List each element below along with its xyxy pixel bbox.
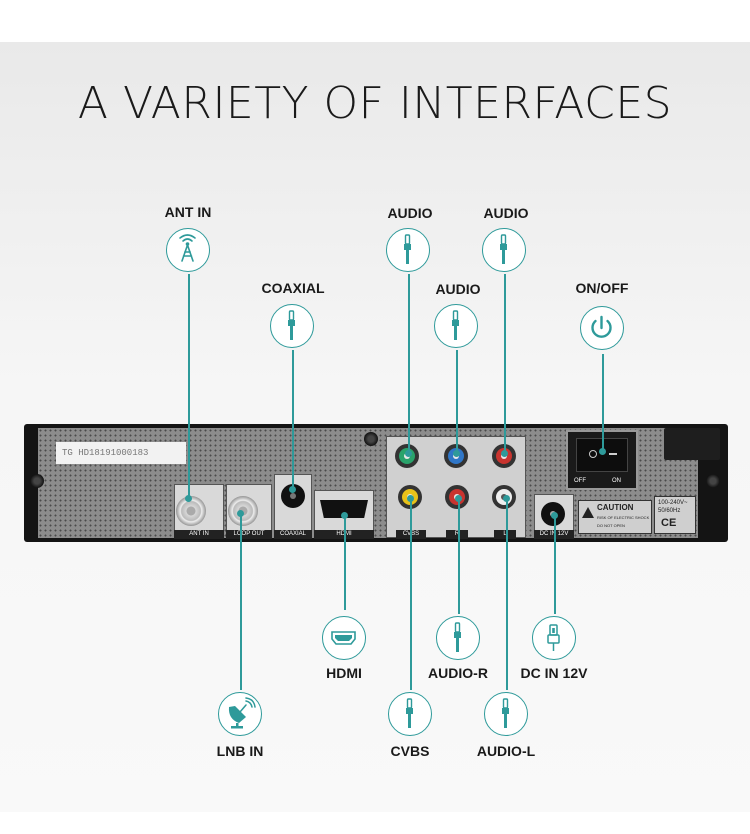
rating-line-1: 100-240V~ [658, 500, 688, 506]
page-title: A VARIETY OF INTERFACES [77, 78, 673, 129]
audio-jack-icon [270, 304, 314, 348]
leader-line-coaxial [292, 350, 294, 490]
leader-line-on-off [602, 354, 604, 450]
switch-on-label: ON [612, 478, 621, 484]
cooling-fin [664, 428, 720, 460]
l-port-label: L [494, 530, 516, 539]
callout-audio-r-label: AUDIO-R [428, 665, 488, 681]
leader-line-audio-top-left [408, 274, 410, 452]
audio-jack-icon [482, 228, 526, 272]
leader-dot [503, 495, 510, 502]
leader-dot [599, 448, 606, 455]
leader-line-audio-r [458, 498, 460, 614]
callout-lnb-in-label: LNB IN [216, 743, 264, 759]
screw-icon [30, 474, 44, 488]
callout-ant-in-label: ANT IN [164, 204, 212, 220]
leader-line-audio-l [506, 498, 508, 690]
antenna-icon [166, 228, 210, 272]
off-symbol-icon [589, 450, 597, 458]
caution-title: CAUTION [597, 503, 634, 512]
leader-line-cvbs [410, 498, 412, 690]
loop-out-port-label: LOOP OUT [226, 530, 272, 539]
callout-dc-in-label: DC IN 12V [520, 665, 588, 681]
leader-dot [341, 512, 348, 519]
callout-on-off-label: ON/OFF [575, 280, 629, 296]
caution-line-1: RISK OF ELECTRIC SHOCK [597, 515, 650, 520]
callout-audio-mid-label: AUDIO [435, 281, 481, 297]
switch-off-label: OFF [574, 478, 586, 484]
callout-audio-top-right-label: AUDIO [483, 205, 529, 221]
leader-dot [289, 486, 296, 493]
leader-dot [455, 495, 462, 502]
rating-label: 100-240V~ 50/60Hz CE [654, 496, 696, 534]
callout-coaxial-label: COAXIAL [261, 280, 325, 296]
certification-marks: CE [661, 517, 677, 529]
screw-icon [364, 432, 378, 446]
callout-audio-l-label: AUDIO-L [476, 743, 536, 759]
warning-triangle-icon [582, 507, 594, 518]
coaxial-port-label: COAXIAL [274, 530, 312, 539]
ant-in-port[interactable] [176, 496, 206, 526]
leader-line-lnb-in [240, 512, 242, 690]
leader-dot [405, 450, 412, 457]
leader-dot [185, 495, 192, 502]
leader-line-audio-mid [456, 350, 458, 452]
hdmi-port[interactable] [320, 500, 368, 518]
leader-line-ant-in [188, 274, 190, 498]
hdmi-port-icon [322, 616, 366, 660]
leader-line-audio-top-right [504, 274, 506, 452]
audio-jack-icon [436, 616, 480, 660]
caution-line-2: DO NOT OPEN [597, 523, 625, 528]
leader-dot [453, 450, 460, 457]
audio-jack-icon [386, 228, 430, 272]
audio-jack-icon [484, 692, 528, 736]
leader-dot [407, 495, 414, 502]
caution-label: CAUTION RISK OF ELECTRIC SHOCK DO NOT OP… [578, 500, 652, 534]
screw-icon [706, 474, 720, 488]
callout-audio-top-left-label: AUDIO [387, 205, 433, 221]
leader-line-dc-in [554, 514, 556, 614]
r-port-label: R [446, 530, 468, 539]
rating-line-2: 50/60Hz [658, 508, 681, 514]
leader-dot [501, 450, 508, 457]
satellite-dish-icon [218, 692, 262, 736]
on-symbol-icon [609, 453, 617, 455]
callout-hdmi-label: HDMI [326, 665, 362, 681]
leader-dot [551, 512, 558, 519]
audio-jack-icon [434, 304, 478, 348]
leader-dot [237, 510, 244, 517]
audio-jack-icon [388, 692, 432, 736]
power-icon [580, 306, 624, 350]
ant-in-port-label: ANT IN [174, 530, 224, 539]
callout-cvbs-label: CVBS [390, 743, 430, 759]
serial-number-sticker: TG HD18191000183 [56, 442, 186, 464]
dc-plug-icon [532, 616, 576, 660]
leader-line-hdmi [344, 514, 346, 610]
port-pin [290, 493, 296, 499]
